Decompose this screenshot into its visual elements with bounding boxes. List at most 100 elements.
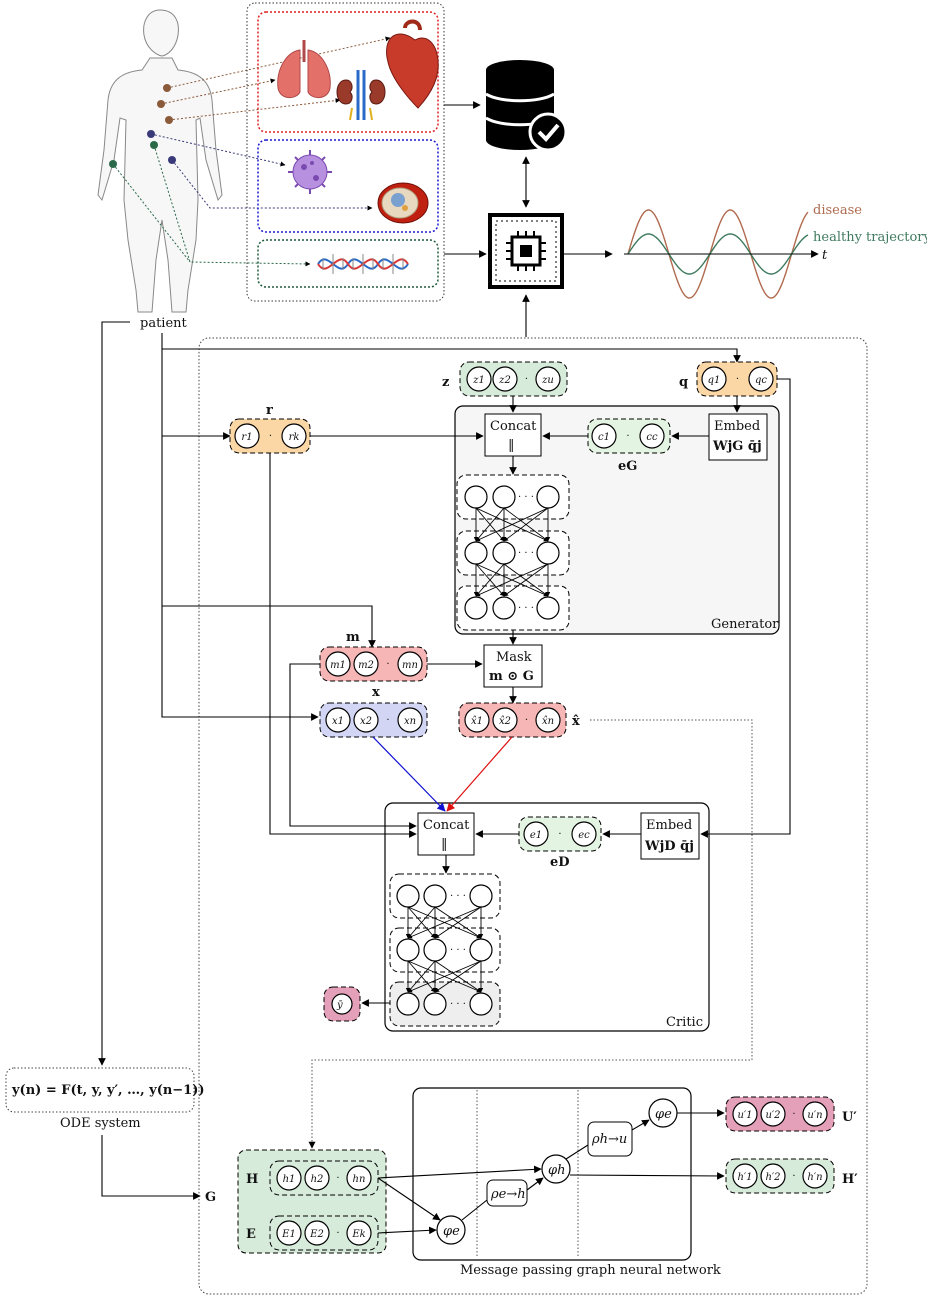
gen-nodes: · · · · · · · · · (464, 485, 560, 620)
concat-d-label: Concat (423, 818, 470, 833)
gen-edge (503, 507, 549, 542)
critic-box (384, 802, 710, 1032)
ed-node-label-2: ec (578, 830, 590, 841)
ode-label: ODE system (60, 1116, 141, 1131)
xhat-node-3 (535, 707, 561, 733)
x-node-label-3: xn (404, 716, 416, 727)
critic-neuron-3-3 (469, 992, 493, 1016)
eg-node-label-2: cc (646, 432, 658, 443)
critic-edges (405, 906, 484, 993)
critic-nodes: · · ·· · ·· · · (396, 884, 493, 1016)
gen-layer-ellipsis-2: · · · (518, 548, 534, 559)
q-label: q (679, 375, 688, 390)
ed-node-1 (523, 821, 549, 847)
xhat-node-label-2: x̂2 (499, 716, 511, 727)
gen-edge (503, 563, 549, 597)
healthy-label: healthy trajectory (813, 230, 927, 245)
gen-layer-ellipsis-1: · · · (518, 492, 534, 503)
x-label: x (372, 685, 380, 700)
embed-g-box (708, 413, 768, 461)
h_out-node-1 (732, 1163, 758, 1189)
virus-icon (288, 150, 332, 194)
data-sources-box (246, 2, 445, 302)
critic-neuron-3-2 (423, 992, 447, 1016)
critic-label: Critic (666, 1015, 703, 1030)
g-label: G (205, 1190, 216, 1205)
m-node-label-1: m1 (330, 660, 346, 671)
u_out-node-label-1: u′1 (737, 1110, 752, 1121)
mask-box (483, 644, 543, 688)
concat-g-label: Concat (490, 419, 537, 434)
eg-ellipsis: · (626, 431, 629, 442)
r-node-label-2: rk (289, 432, 300, 443)
concat-g-box (484, 413, 542, 457)
gen-layer-ellipsis-3: · · · (518, 603, 534, 614)
critic-edge (434, 906, 482, 939)
m-node-3 (397, 651, 423, 677)
z-label: z (442, 375, 449, 390)
eg-node-1 (591, 423, 617, 449)
e-node-3 (346, 1220, 372, 1246)
q-node-label-1: q1 (708, 375, 721, 386)
e-node-label-3: Ek (351, 1229, 365, 1240)
trajectory-plot (624, 209, 819, 299)
embed-g-formula: WjG q̄j (712, 439, 762, 454)
h_out-node-2 (760, 1163, 786, 1189)
q-node-1 (701, 366, 727, 392)
x-node-label-2: x2 (360, 716, 372, 727)
e-node-1 (276, 1220, 302, 1246)
genome-box (257, 239, 439, 288)
concat-d-box (417, 812, 475, 856)
xhat-node-1 (464, 707, 490, 733)
rho-hu-label: ρh→u (591, 1132, 627, 1147)
h_out-node-3 (802, 1163, 828, 1189)
generator-box (454, 405, 780, 635)
x-node-1 (325, 707, 351, 733)
database-check-icon (485, 60, 568, 152)
u_out-node-3 (802, 1101, 828, 1127)
rho-eh-box (486, 1179, 528, 1207)
gen-neuron-3-2 (492, 596, 516, 620)
embed-g-label: Embed (714, 419, 760, 434)
gen-neuron-2-2 (492, 541, 516, 565)
gen-edge (475, 563, 549, 597)
m-label: m (346, 630, 360, 645)
mpgnn-label: Message passing graph neural network (460, 1263, 721, 1278)
dna-icon (317, 254, 409, 274)
critic-neuron-1-3 (469, 884, 493, 908)
critic-layer-ellipsis-1: · · · (450, 891, 466, 902)
embed-d-box (640, 812, 700, 860)
critic-layer-ellipsis-2: · · · (450, 945, 466, 956)
ed-ellipsis: · (558, 829, 561, 840)
r-node-2 (281, 423, 307, 449)
u_out-node-label-3: u′n (807, 1110, 822, 1121)
h-node-1 (276, 1165, 302, 1191)
x-node-2 (353, 707, 379, 733)
gen-neuron-3-3 (536, 596, 560, 620)
rho-eh-label: ρe→h (490, 1187, 526, 1202)
disease-label: disease (813, 203, 862, 218)
h-ellipsis: · (336, 1173, 339, 1184)
gen-edge (475, 563, 505, 597)
e-node-2 (304, 1220, 330, 1246)
human-body-icon (97, 9, 223, 313)
h-prime-label: H′ (842, 1172, 858, 1187)
h-label: H (246, 1172, 258, 1187)
z-node-label-1: z1 (472, 375, 485, 386)
gen-edge (475, 507, 505, 542)
t-axis-label: t (822, 248, 828, 263)
lungs-icon (277, 40, 331, 98)
ode-equation: y(n) = F(t, y, y′, …, y(n−1)) (11, 1083, 205, 1098)
u_out-node-2 (760, 1101, 786, 1127)
critic-edge (407, 906, 482, 939)
cpu-chip-icon (488, 213, 564, 289)
concat-d-symbol: ‖ (441, 837, 448, 852)
h-node-label-3: hn (353, 1174, 366, 1185)
ed-node-2 (571, 821, 597, 847)
q-node-2 (748, 366, 774, 392)
h_out-node-label-2: h′2 (765, 1172, 780, 1183)
x-ellipsis: · (386, 715, 389, 726)
embed-d-label: Embed (646, 818, 692, 833)
xhat-label: x̂ (572, 714, 580, 729)
